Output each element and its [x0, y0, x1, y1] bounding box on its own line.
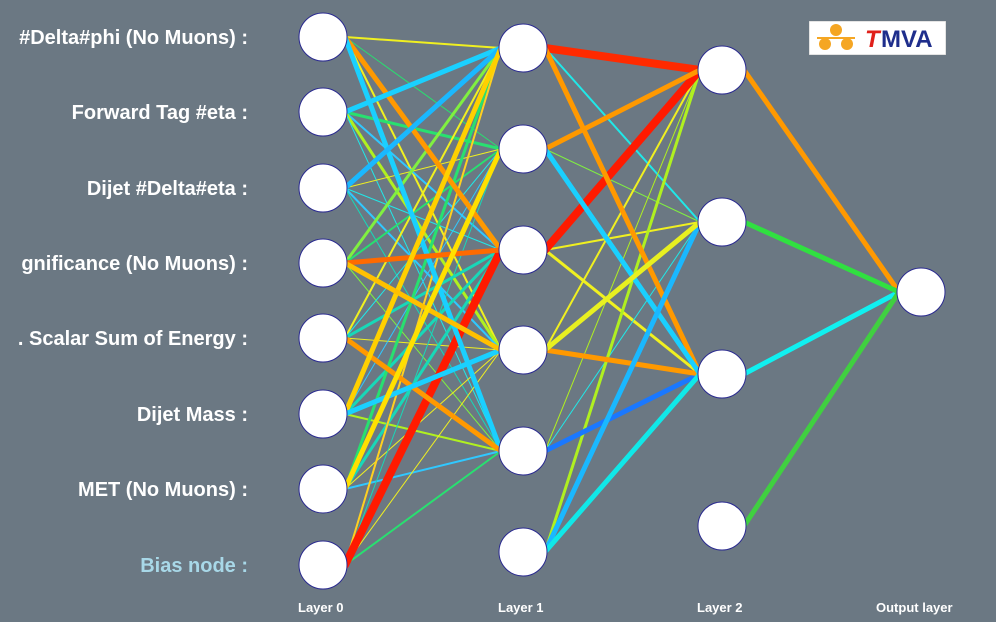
connection-line-strong: [741, 289, 902, 529]
layer-label-output: Output layer: [876, 600, 953, 615]
connection-line: [344, 450, 502, 490]
connection-line: [344, 47, 502, 339]
node-layer2-1: [697, 197, 747, 247]
connection-line-strong: [342, 45, 504, 417]
connection-line-strong: [542, 219, 703, 555]
connection-line: [344, 337, 502, 351]
layer-label-2: Layer 2: [697, 600, 743, 615]
input-label-forward-tag-eta: Forward Tag #eta :: [71, 102, 248, 124]
connection-line-strong: [542, 347, 703, 377]
input-label-scalar-sum-energy: . Scalar Sum of Energy :: [17, 328, 248, 350]
connection-line: [344, 148, 502, 264]
node-layer2-2: [697, 349, 747, 399]
connection-line: [343, 110, 503, 151]
connection-line: [544, 47, 701, 223]
node-layer1-4: [498, 426, 548, 476]
tmva-logo: T MVA: [809, 21, 946, 55]
tmva-logo-t: T: [865, 26, 882, 53]
node-layer1-2: [498, 225, 548, 275]
layer-label-1: Layer 1: [498, 600, 544, 615]
connection-line-strong: [542, 219, 703, 353]
connection-line-strong: [342, 45, 504, 191]
connection-line-strong: [541, 44, 704, 74]
connection-line-strong: [342, 34, 504, 454]
connection-line: [343, 248, 503, 416]
connections: [341, 34, 902, 569]
input-label-met: MET (No Muons) :: [78, 479, 248, 501]
connection-line: [344, 148, 502, 189]
connection-line-strong: [542, 371, 703, 555]
node-layer0-7: [298, 540, 348, 590]
connection-line-strong: [342, 260, 504, 353]
input-label-dijet-mass: Dijet Mass :: [136, 404, 248, 426]
connection-line: [344, 36, 502, 49]
connection-line-strong: [342, 347, 504, 417]
connection-line-strong: [741, 289, 902, 377]
connection-line: [343, 248, 503, 491]
connection-line-strong: [542, 45, 703, 377]
connection-line-strong: [741, 67, 902, 295]
node-layer0-0: [298, 12, 348, 62]
node-layer0-1: [298, 87, 348, 137]
connection-line: [343, 46, 503, 491]
connection-line: [544, 148, 701, 223]
connection-line: [343, 46, 503, 265]
connection-line-strong: [542, 146, 703, 377]
connection-line-strong: [342, 34, 504, 253]
node-layer1-1: [498, 124, 548, 174]
node-layer2-0: [697, 45, 747, 95]
node-layer0-5: [298, 389, 348, 439]
input-label-bias-node: Bias node :: [140, 555, 248, 577]
connection-line-strong: [341, 246, 505, 569]
node-layer0-4: [298, 313, 348, 363]
connection-line-strong: [542, 371, 703, 454]
connection-line: [344, 413, 502, 452]
connection-line-strong: [542, 67, 703, 152]
node-layer1-0: [498, 23, 548, 73]
input-label-delta-phi: #Delta#phi (No Muons) :: [19, 27, 248, 49]
connection-line: [544, 221, 701, 452]
node-layer3-0: [896, 267, 946, 317]
connection-line-strong: [541, 66, 704, 254]
node-layer1-5: [498, 527, 548, 577]
connection-line: [544, 221, 701, 251]
connection-line-strong: [342, 45, 504, 115]
connection-line: [343, 248, 503, 340]
node-layer0-2: [298, 163, 348, 213]
connection-line: [344, 187, 502, 251]
layer-label-0: Layer 0: [298, 600, 344, 615]
tmva-logo-mva: MVA: [881, 26, 933, 53]
connection-line-strong: [342, 146, 504, 492]
connection-line: [344, 349, 502, 490]
node-layer1-3: [498, 325, 548, 375]
connection-line: [344, 111, 502, 251]
connection-line: [344, 450, 502, 566]
nodes: [298, 12, 946, 590]
connection-line: [344, 148, 502, 415]
node-layer2-3: [697, 501, 747, 551]
input-label-significance: gnificance (No Muons) :: [21, 253, 248, 275]
node-layer0-3: [298, 238, 348, 288]
connection-line-strong: [741, 219, 902, 295]
connection-line: [543, 68, 702, 554]
connection-line: [344, 36, 502, 150]
input-label-dijet-delta-eta: Dijet #Delta#eta :: [86, 178, 248, 200]
node-layer0-6: [298, 464, 348, 514]
connection-line-strong: [342, 247, 504, 266]
